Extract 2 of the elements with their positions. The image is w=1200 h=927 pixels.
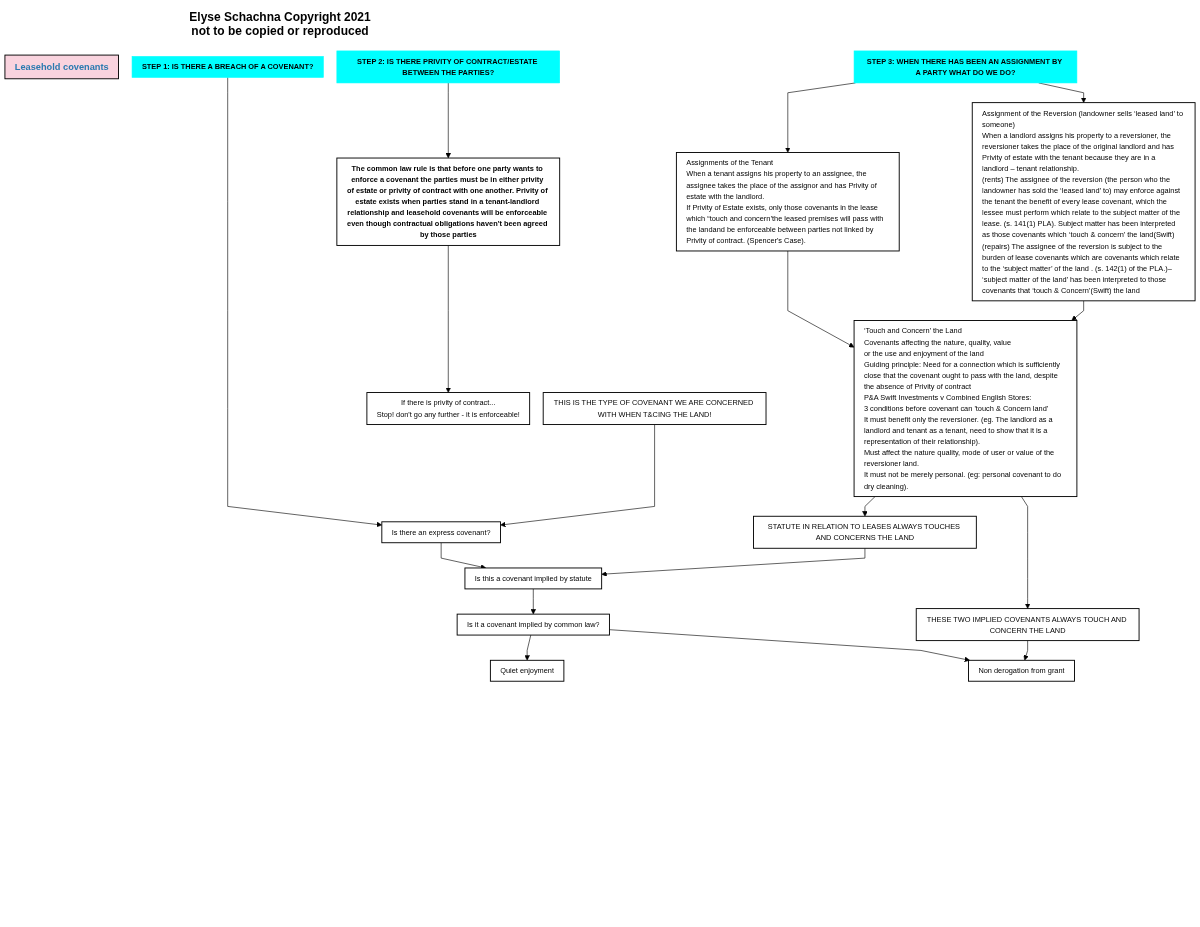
node-box: Leasehold covenants xyxy=(4,54,119,80)
copyright-note: Elyse Schachna Copyright 2021 not to be copied or reproduced xyxy=(188,10,372,38)
